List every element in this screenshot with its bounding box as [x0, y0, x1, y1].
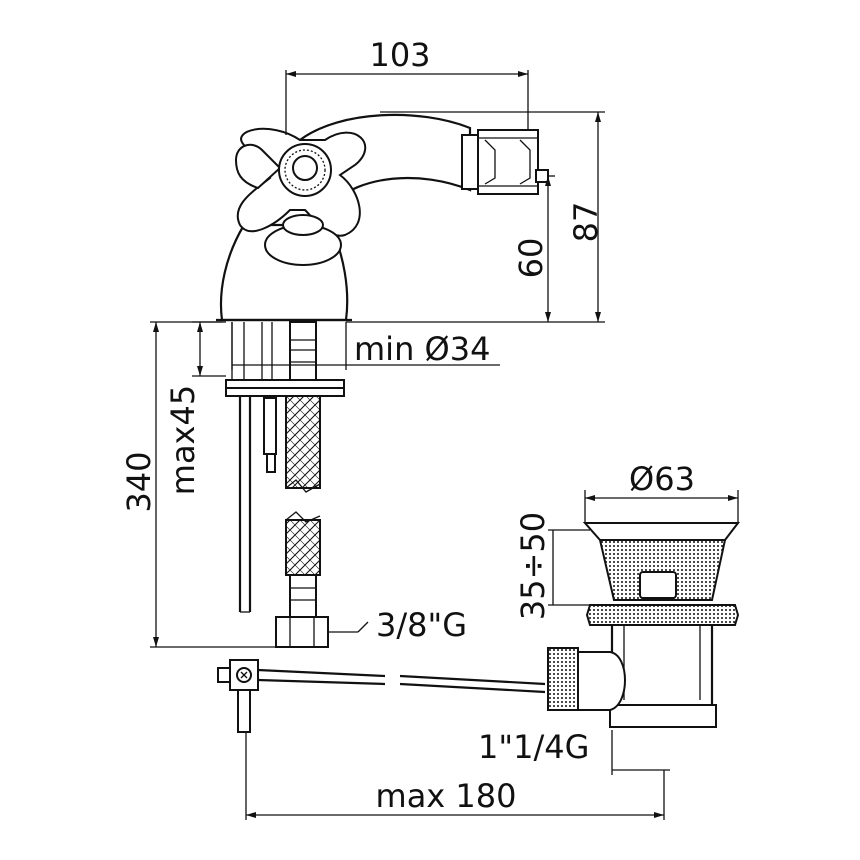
label-hose-thread: 3/8"G [376, 606, 467, 644]
faucet-body [216, 113, 549, 322]
label-min-hole: min Ø34 [354, 330, 490, 368]
label-waste-thread: 1"1/4G [478, 728, 589, 766]
label-total-height: 87 [567, 202, 605, 243]
dimension-lines [150, 70, 739, 820]
label-waste-range: 35÷50 [514, 512, 552, 620]
label-max-deck: max45 [164, 385, 202, 495]
pop-up-lever [217, 659, 546, 733]
dimension-labels: 103 87 60 min Ø34 max45 340 3/8"G Ø63 35… [120, 36, 695, 815]
label-max-length: max 180 [376, 777, 517, 815]
cross-handle [234, 127, 367, 266]
label-waste-diameter: Ø63 [629, 460, 695, 498]
label-hose-length: 340 [120, 451, 158, 512]
waste-assembly [547, 522, 741, 728]
mounting-assembly [225, 321, 345, 648]
label-spout-reach: 103 [369, 36, 430, 74]
label-spout-height: 60 [512, 238, 550, 279]
